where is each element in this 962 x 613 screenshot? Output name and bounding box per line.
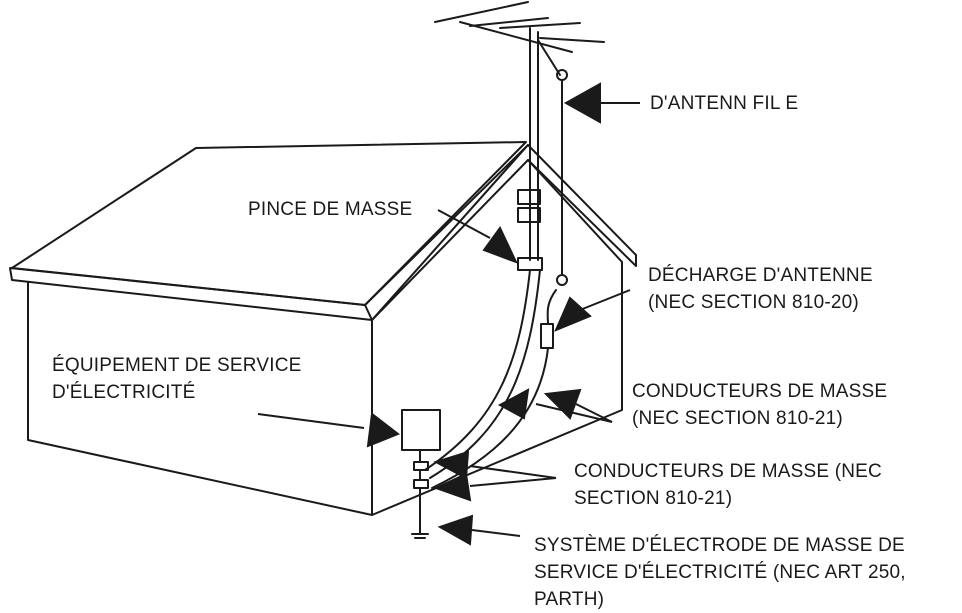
mast-bracket-2	[517, 207, 541, 223]
label-antenna-wire: D'ANTENN FIL E	[650, 90, 798, 117]
arrow-grounding-conductors-1a	[497, 388, 613, 423]
grounding-electrode	[411, 487, 429, 539]
house-gable-wall	[371, 159, 623, 321]
label-electrode-system-line-2: SERVICE D'ÉLECTRICITÉ (NEC ART 250,	[534, 562, 906, 583]
antenna-discharge-unit	[540, 323, 554, 349]
label-grounding-conductors-2: CONDUCTEURS DE MASSE (NEC SECTION 810-21…	[574, 458, 882, 512]
label-antenna-discharge-line-1: DÉCHARGE D'ANTENNE	[648, 265, 873, 286]
label-grounding-conductors-1: CONDUCTEURS DE MASSE (NEC SECTION 810-21…	[632, 378, 887, 432]
label-service-equipment: ÉQUIPEMENT DE SERVICE D'ÉLECTRICITÉ	[52, 352, 302, 406]
label-antenna-discharge: DÉCHARGE D'ANTENNE (NEC SECTION 810-20)	[648, 262, 873, 316]
label-grounding-conductors-1-line-1: CONDUCTEURS DE MASSE	[632, 381, 888, 402]
label-electrode-system-line-1: SYSTÈME D'ÉLECTRODE DE MASSE DE	[534, 535, 905, 556]
grounding-conductor-mast-inner	[429, 269, 541, 479]
mast-bracket-1	[517, 189, 541, 205]
grounding-conductor-discharge	[431, 289, 557, 489]
service-equipment-box	[401, 409, 441, 451]
roof-ridge-edge	[364, 304, 373, 321]
roof-gable-right	[527, 144, 637, 267]
arrow-grounding-conductors-2b	[433, 472, 557, 502]
label-service-equipment-line-1: ÉQUIPEMENT DE SERVICE	[52, 355, 302, 376]
label-antenna-wire-line-1: D'ANTENN FIL E	[650, 93, 799, 114]
label-ground-clamp-line-1: PINCE DE MASSE	[248, 199, 413, 220]
arrow-service-equipment	[257, 412, 401, 448]
roof-top	[11, 141, 527, 306]
arrow-grounding-conductors-2a	[433, 450, 557, 480]
label-grounding-conductors-2-line-1: CONDUCTEURS DE MASSE (NEC	[574, 461, 882, 482]
label-ground-clamp: PINCE DE MASSE	[248, 196, 412, 223]
arrow-ground-clamp	[437, 209, 518, 264]
lead-in-insulator-bottom	[556, 274, 568, 286]
label-antenna-discharge-line-2: (NEC SECTION 810-20)	[648, 292, 859, 313]
arrow-antenna-wire	[563, 82, 640, 124]
arrow-antenna-discharge	[554, 289, 631, 332]
label-grounding-conductors-2-line-2: SECTION 810-21)	[574, 488, 733, 509]
lead-in-insulator-top	[556, 69, 568, 81]
roof-front	[9, 144, 529, 321]
grounding-clamp-2	[413, 479, 429, 489]
label-service-equipment-line-2: D'ÉLECTRICITÉ	[52, 382, 196, 403]
label-electrode-system: SYSTÈME D'ÉLECTRODE DE MASSE DE SERVICE …	[534, 532, 906, 613]
label-electrode-system-line-3: PARTH)	[534, 589, 605, 610]
arrow-electrode-system	[437, 514, 521, 546]
arrow-grounding-conductors-1b	[543, 388, 613, 423]
grounding-conductor-mast	[424, 269, 531, 471]
label-grounding-conductors-1-line-2: (NEC SECTION 810-21)	[632, 408, 843, 429]
